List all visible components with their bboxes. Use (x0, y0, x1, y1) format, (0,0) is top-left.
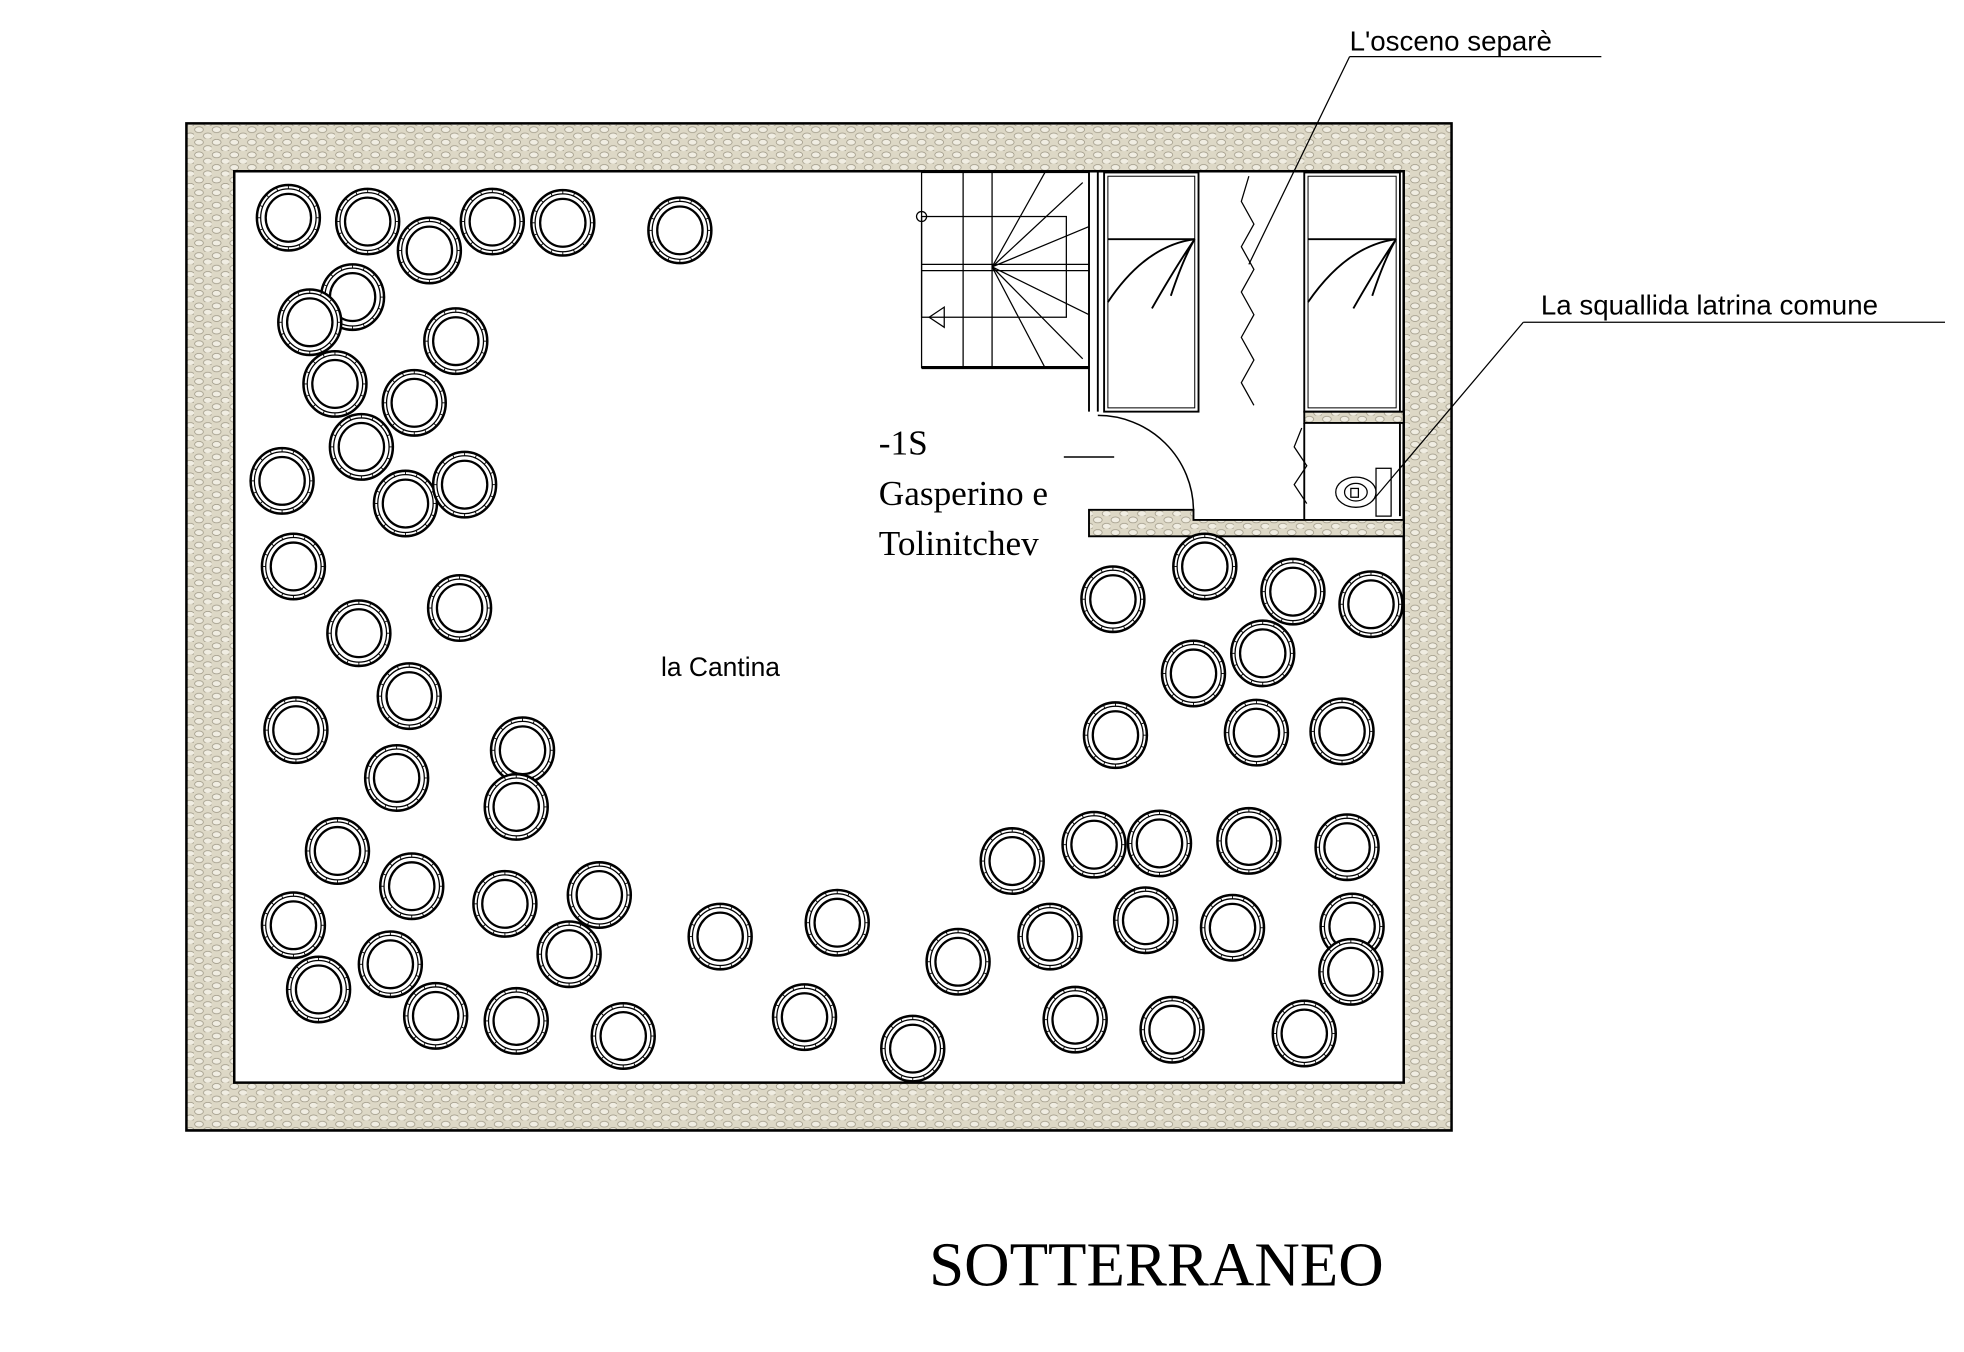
barrel (396, 216, 463, 285)
barrel (1229, 619, 1296, 688)
bed-left (1103, 171, 1200, 413)
barrel (426, 574, 493, 643)
barrel (1017, 902, 1083, 971)
barrel (1126, 809, 1193, 878)
barrel (687, 902, 753, 971)
barrel (1223, 698, 1290, 767)
leader-lines (1248, 56, 1946, 502)
room-name-line2: Tolinitchev (879, 524, 1039, 563)
staircase (915, 171, 1090, 370)
barrel (590, 1002, 656, 1071)
barrel (326, 599, 392, 668)
barrel (357, 930, 424, 999)
barrel (1082, 701, 1149, 770)
barrel (647, 196, 713, 265)
bed-right (1303, 171, 1401, 413)
barrel (459, 187, 526, 256)
barrel (483, 772, 549, 841)
outer-wall (185, 122, 1453, 1132)
room-name-line1: Gasperino e (879, 474, 1048, 513)
barrel (260, 532, 327, 601)
barrel (472, 869, 538, 938)
label-separe: L'osceno separè (1350, 25, 1552, 56)
barrel (1314, 813, 1380, 882)
barrel (979, 827, 1045, 896)
barrel (372, 469, 439, 538)
barrel (925, 927, 991, 996)
barrel (1160, 639, 1227, 708)
barrel (381, 368, 447, 437)
barrel (1260, 557, 1326, 626)
barrel (379, 852, 445, 921)
barrel (1139, 995, 1205, 1064)
room-code: -1S (879, 423, 928, 462)
barrel (1199, 893, 1266, 962)
barrel (402, 981, 469, 1050)
barrel (260, 891, 327, 960)
barrel (376, 662, 442, 731)
barrel (1042, 985, 1108, 1054)
barrel (302, 349, 368, 418)
barrel-group (249, 183, 1404, 1083)
barrel (1216, 806, 1282, 875)
barrel (431, 450, 498, 519)
barrel (1172, 532, 1238, 601)
barrel (804, 888, 870, 957)
barrel (1318, 937, 1384, 1006)
label-latrina: La squallida latrina comune (1541, 290, 1878, 321)
barrel (1338, 570, 1404, 639)
barrel (328, 412, 395, 481)
barrel (1271, 999, 1337, 1068)
barrel (530, 188, 596, 257)
barrel (771, 983, 838, 1052)
barrel (536, 920, 602, 989)
barrel (489, 716, 556, 785)
barrel (334, 187, 401, 256)
barrel (255, 183, 322, 252)
barrel (263, 696, 329, 765)
barrel (880, 1014, 946, 1083)
barrel (1112, 886, 1179, 955)
barrel (363, 743, 430, 812)
barrel (249, 446, 315, 515)
barrel (423, 307, 489, 376)
curtain (1240, 176, 1308, 504)
barrel (1080, 565, 1146, 634)
barrel (1061, 810, 1127, 879)
plan-title: SOTTERRANEO (929, 1229, 1384, 1299)
barrel (285, 955, 352, 1024)
barrel (277, 288, 343, 357)
toilet-icon (1335, 467, 1392, 517)
barrel (304, 816, 371, 885)
partition-wall (1088, 172, 1405, 538)
barrel (566, 861, 633, 930)
door (1063, 414, 1195, 510)
barrel (483, 986, 549, 1055)
label-cantina: la Cantina (661, 652, 780, 682)
barrel (1309, 697, 1375, 766)
